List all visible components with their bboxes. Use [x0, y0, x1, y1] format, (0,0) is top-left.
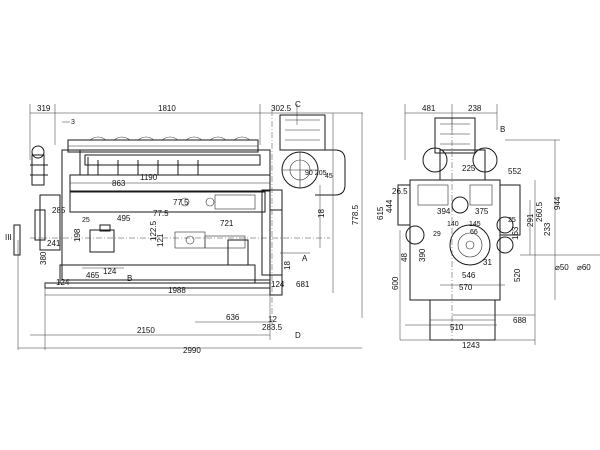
dim-390: 390: [418, 248, 427, 262]
dim-495: 495: [117, 214, 131, 223]
marker-b: B: [127, 274, 132, 283]
dim-48: 48: [400, 253, 409, 262]
dim-291: 291: [526, 213, 535, 227]
dim-124: 124: [103, 267, 117, 276]
dim-18-a: 124: [56, 278, 70, 287]
side-view: 319 1810 302.5 C 3 1190 863 77.5 77.5 49…: [5, 100, 363, 355]
dim-615: 615: [376, 206, 385, 220]
dim-481: 481: [422, 104, 436, 113]
dim-145: 145: [469, 221, 481, 228]
dim-552: 552: [508, 167, 522, 176]
dim-45: 45: [325, 173, 333, 180]
dim-944: 944: [553, 196, 562, 210]
dim-3: 3: [71, 119, 75, 126]
dim-26-5: 26.5: [392, 187, 408, 196]
dim-1243: 1243: [462, 341, 480, 350]
dim-225: 225: [462, 164, 476, 173]
dim-25-front: 25: [508, 217, 516, 224]
dim-778-5: 18: [283, 261, 292, 270]
marker-d: D: [295, 331, 301, 340]
dim-721: 721: [220, 219, 234, 228]
dim-600: 600: [391, 276, 400, 290]
dim-546: 546: [462, 271, 476, 280]
dim-863: 863: [112, 179, 126, 188]
dia-50: ⌀50: [555, 263, 569, 272]
dim-198: 198: [73, 228, 82, 242]
dim-465: 465: [86, 271, 100, 280]
dim-12: 12: [268, 315, 277, 324]
dim-510: 510: [450, 323, 464, 332]
dim-66: 66: [470, 229, 478, 236]
marker-b-front: B: [500, 125, 505, 134]
dim-29: 29: [433, 231, 441, 238]
marker-iii: III: [5, 233, 12, 242]
dia-60: ⌀60: [577, 263, 591, 272]
dim-163: 163: [511, 226, 520, 240]
dim-636: 636: [226, 313, 240, 322]
dim-2150: 2150: [137, 326, 155, 335]
dim-260-5: 260.5: [535, 201, 544, 222]
marker-a: A: [302, 254, 308, 263]
dim-77-5-a: 77.5: [173, 198, 189, 207]
dim-121: 121: [156, 233, 165, 247]
front-view: 481 238 B 225 552 26.5 615 444 394 375 1…: [376, 104, 600, 350]
dim-681: 18: [317, 209, 326, 218]
dim-444: 444: [385, 199, 394, 213]
dim-1810: 1810: [158, 104, 176, 113]
marker-c: C: [295, 100, 301, 109]
dim-520: 520: [513, 268, 522, 282]
dim-394: 394: [437, 207, 451, 216]
dim-302-5: 302.5: [271, 104, 292, 113]
dim-238: 238: [468, 104, 482, 113]
dim-233: 233: [543, 222, 552, 236]
dim-570: 570: [459, 283, 473, 292]
dim-1190: 1190: [140, 173, 158, 182]
dim-z171: 681: [296, 280, 310, 289]
dim-31: 31: [483, 258, 492, 267]
dim-285: 285: [52, 206, 66, 215]
dim-140: 140: [447, 221, 459, 228]
dim-319: 319: [37, 104, 51, 113]
dim-375: 375: [475, 207, 489, 216]
dim-1988: 1988: [168, 286, 186, 295]
dim-283-5: 283.5: [262, 323, 283, 332]
dim-688: 688: [513, 316, 527, 325]
dim-18-b: 124: [271, 280, 285, 289]
dim-380: 380: [39, 251, 48, 265]
dim-25: 25: [82, 217, 90, 224]
dim-1763: 778.5: [351, 204, 360, 225]
dim-2990: 2990: [183, 346, 201, 355]
dim-241: 241: [47, 239, 61, 248]
dim-77-5-b: 77.5: [153, 209, 169, 218]
dim-122-5: 122.5: [149, 220, 158, 241]
